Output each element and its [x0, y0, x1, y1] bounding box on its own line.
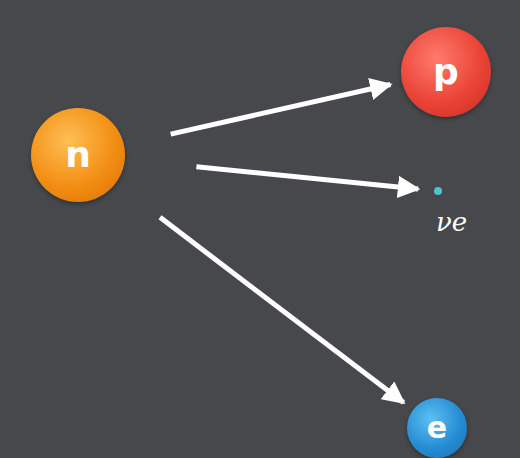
neutrino-dot: νe — [434, 187, 442, 195]
particle-symbol: n — [65, 137, 91, 173]
decay-arrow — [196, 167, 418, 189]
proton-circle: p — [401, 27, 491, 117]
particle-label: νe — [436, 209, 467, 235]
electron-circle: e — [407, 398, 467, 458]
particle-symbol: e — [427, 413, 447, 443]
decay-arrow — [160, 217, 404, 402]
neutron-circle: n — [31, 108, 125, 202]
neutrino-dot-mark — [434, 187, 442, 195]
particle-symbol: p — [433, 54, 459, 90]
decay-arrow — [171, 85, 391, 135]
